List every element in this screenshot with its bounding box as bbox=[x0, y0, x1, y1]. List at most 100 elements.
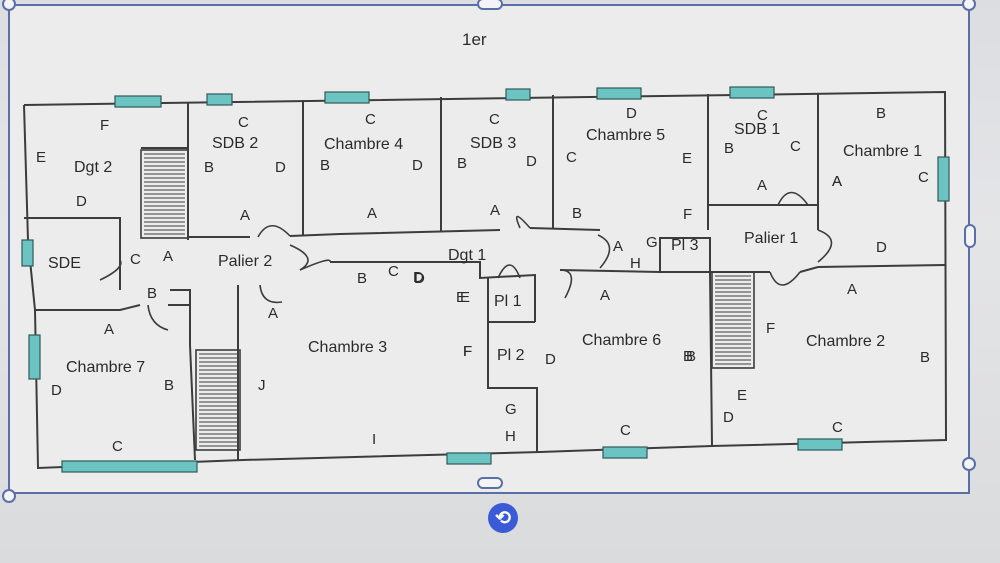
wall-letter: G bbox=[646, 234, 658, 251]
walls bbox=[23, 90, 948, 470]
wall-letter: C bbox=[790, 138, 801, 155]
wall-letter: A bbox=[832, 173, 842, 190]
wall-letter: A bbox=[240, 207, 250, 224]
room-label-chambre6: Chambre 6 bbox=[582, 332, 661, 349]
wall-letter: A bbox=[757, 177, 767, 194]
resize-handle-bottom-middle[interactable] bbox=[477, 477, 503, 489]
wall-letter: D bbox=[876, 239, 887, 256]
wall-letter: B bbox=[457, 155, 467, 172]
wall-letter: B bbox=[204, 159, 214, 176]
wall-letter: C bbox=[238, 114, 249, 131]
wall-letter: I bbox=[372, 431, 376, 448]
wall-letter: E bbox=[36, 149, 46, 166]
windows bbox=[21, 86, 950, 473]
wall-letter: C bbox=[365, 111, 376, 128]
wall-letter: D bbox=[626, 105, 637, 122]
wall-letter: C bbox=[130, 251, 141, 268]
room-label-chambre1: Chambre 1 bbox=[843, 143, 922, 160]
resize-handle-top-middle[interactable] bbox=[477, 0, 503, 10]
wall-letter: B bbox=[320, 157, 330, 174]
wall-letter: D bbox=[723, 409, 734, 426]
wall-letter: A bbox=[832, 173, 842, 190]
wall-letter: D bbox=[526, 153, 537, 170]
wall-letter: B bbox=[876, 105, 886, 122]
resize-handle-bottom-right[interactable] bbox=[962, 457, 976, 471]
wall-letter: C bbox=[388, 263, 399, 280]
wall-letter: B bbox=[147, 285, 157, 302]
wall-letter: F bbox=[100, 117, 109, 134]
wall-letter: D bbox=[414, 270, 425, 287]
wall-letter: C bbox=[918, 169, 929, 186]
room-label-dgt2: Dgt 2 bbox=[74, 159, 112, 176]
wall-letter: C bbox=[489, 111, 500, 128]
wall-letter: A bbox=[367, 205, 377, 222]
wall-letter: A bbox=[163, 248, 173, 265]
wall-letter: A bbox=[600, 287, 610, 304]
wall-letter: B bbox=[683, 348, 693, 365]
resize-handle-top-right[interactable] bbox=[962, 0, 976, 11]
room-label-palier1: Palier 1 bbox=[744, 230, 798, 247]
wall-letter: B bbox=[724, 140, 734, 157]
wall-letter: D bbox=[545, 351, 556, 368]
wall-letters: F E D C B D C B D C B D C D C E B C B D … bbox=[36, 105, 930, 455]
wall-letter: H bbox=[505, 428, 516, 445]
wall-letter: D bbox=[412, 157, 423, 174]
wall-letter: C bbox=[620, 422, 631, 439]
wall-letter: B bbox=[920, 349, 930, 366]
door-swings bbox=[99, 191, 833, 331]
room-label-chambre7: Chambre 7 bbox=[66, 359, 145, 376]
wall-letter: C bbox=[112, 438, 123, 455]
floor-plan-page[interactable] bbox=[8, 4, 970, 494]
wall-letter: C bbox=[757, 107, 768, 124]
staircase bbox=[711, 271, 755, 369]
wall-letter: J bbox=[258, 377, 266, 394]
resize-handle-top-left[interactable] bbox=[2, 0, 16, 11]
room-label-sdb3: SDB 3 bbox=[470, 135, 516, 152]
staircases bbox=[140, 149, 755, 451]
room-label-sdb1: SDB 1 bbox=[734, 121, 780, 138]
room-label-chambre3: Chambre 3 bbox=[308, 339, 387, 356]
room-label-chambre5: Chambre 5 bbox=[586, 127, 665, 144]
wall-letter: C bbox=[566, 149, 577, 166]
wall-letter: D bbox=[51, 382, 62, 399]
wall-letter: E bbox=[737, 387, 747, 404]
wall-letter: C bbox=[832, 419, 843, 436]
wall-letter: F bbox=[463, 343, 472, 360]
room-labels: SDB 2 Chambre 4 SDB 3 Chambre 5 SDB 1 Ch… bbox=[48, 121, 922, 376]
room-label-chambre4: Chambre 4 bbox=[324, 136, 403, 153]
room-label-palier2: Palier 2 bbox=[218, 253, 272, 270]
floor-title: 1er bbox=[462, 30, 487, 49]
wall-letter: F bbox=[766, 320, 775, 337]
wall-letter: B bbox=[164, 377, 174, 394]
wall-letter: B bbox=[357, 270, 367, 287]
wall-letter: A bbox=[847, 281, 857, 298]
wall-letter: F bbox=[683, 206, 692, 223]
room-label-pl3: Pl 3 bbox=[671, 237, 699, 254]
room-label-pl2: Pl 2 bbox=[497, 347, 525, 364]
wall-letter: D bbox=[413, 269, 424, 286]
wall-letter: E bbox=[682, 150, 692, 167]
room-label-dgt1: Dgt 1 bbox=[448, 247, 486, 264]
wall-letter: G bbox=[505, 401, 517, 418]
room-label-chambre2: Chambre 2 bbox=[806, 333, 885, 350]
wall-letter: B bbox=[572, 205, 582, 222]
wall-letter: A bbox=[104, 321, 114, 338]
rotate-icon[interactable]: ⟲ bbox=[488, 503, 518, 533]
wall-letter: A bbox=[490, 202, 500, 219]
wall-letter: H bbox=[630, 255, 641, 272]
staircase bbox=[195, 349, 241, 451]
wall-letter: D bbox=[76, 193, 87, 210]
room-label-sde: SDE bbox=[48, 255, 81, 272]
wall-letter: F bbox=[463, 343, 472, 360]
wall-letter: A bbox=[613, 238, 623, 255]
staircase bbox=[140, 149, 189, 239]
wall-letter: E bbox=[460, 289, 470, 306]
room-label-pl1: Pl 1 bbox=[494, 293, 522, 310]
resize-handle-bottom-left[interactable] bbox=[2, 489, 16, 503]
wall-letter: D bbox=[275, 159, 286, 176]
wall-letter: B bbox=[686, 348, 696, 365]
wall-letter: A bbox=[268, 305, 278, 322]
resize-handle-right-middle[interactable] bbox=[964, 224, 976, 248]
